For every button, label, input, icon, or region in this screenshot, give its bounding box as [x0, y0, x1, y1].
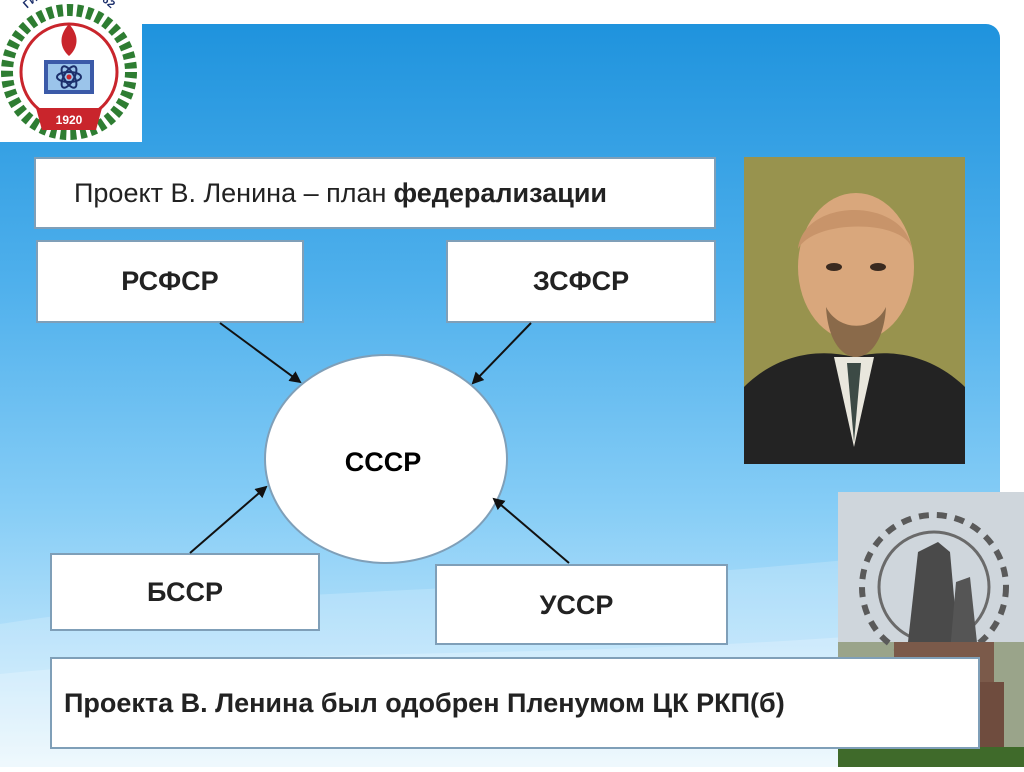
node-ukssr: УССР [435, 564, 728, 645]
node-rsfsr: РСФСР [36, 240, 304, 323]
logo-year: 1920 [56, 113, 83, 127]
node-rsfsr-label: РСФСР [121, 266, 218, 297]
node-ukssr-label: УССР [540, 590, 614, 621]
node-ussr: СССР [264, 354, 508, 564]
footer-text: Проекта В. Ленина был одобрен Пленумом Ц… [64, 688, 785, 719]
title-emphasis: федерализации [393, 178, 607, 209]
footer-box: Проекта В. Ленина был одобрен Пленумом Ц… [50, 657, 980, 749]
title-prefix: Проект В. Ленина – план [74, 178, 386, 209]
node-zsfsr-label: ЗСФСР [533, 266, 629, 297]
node-ussr-label: СССР [345, 447, 422, 478]
node-bssr-label: БССР [147, 577, 223, 608]
title-box: Проект В. Ленина – план федерализации [34, 157, 716, 229]
school-logo: ГИМНАЗИЯ № 62 1920 [0, 0, 142, 142]
node-bssr: БССР [50, 553, 320, 631]
node-zsfsr: ЗСФСР [446, 240, 716, 323]
lenin-portrait [744, 157, 965, 464]
